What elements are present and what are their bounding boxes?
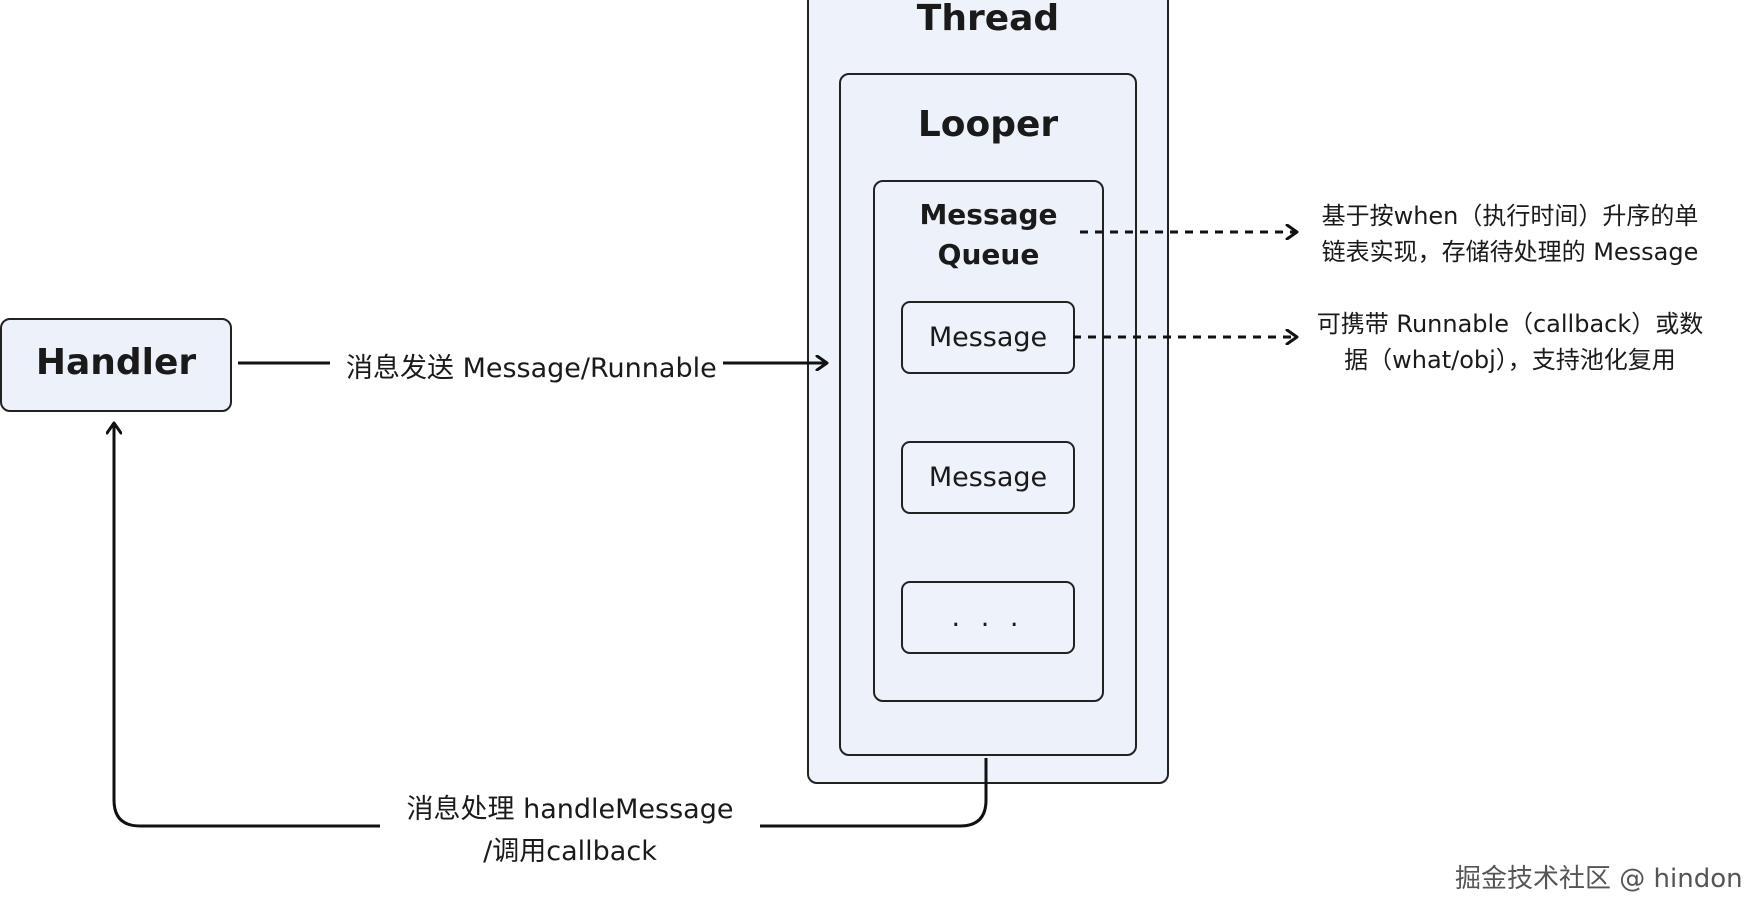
message-queue-title-line2: Queue	[937, 238, 1040, 271]
message-queue-title-line1: Message	[919, 198, 1058, 231]
thread-title: Thread	[916, 0, 1060, 39]
handler-box	[0, 318, 232, 412]
handle-edge-label-line2: /调用callback	[483, 836, 657, 867]
handle-arrow-path-left	[114, 423, 395, 828]
send-edge-label: 消息发送 Message/Runnable	[346, 346, 717, 385]
message-queue-note-line1: 基于按when（执行时间）升序的单	[1321, 202, 1699, 230]
watermark: 掘金技术社区 @ hindon	[1455, 864, 1743, 894]
message-queue-note: 基于按when（执行时间）升序的单 链表实现，存储待处理的 Message	[1300, 198, 1720, 270]
looper-title: Looper	[917, 104, 1059, 145]
message-item: Message	[901, 441, 1075, 514]
handle-arrow-path-right	[740, 758, 988, 828]
message-item: Message	[901, 301, 1075, 374]
handle-edge-label-line1: 消息处理 handleMessage	[406, 794, 734, 825]
message-note-line1: 可携带 Runnable（callback）或数	[1316, 310, 1704, 338]
handle-edge-label: 消息处理 handleMessage /调用callback	[380, 789, 760, 873]
message-item-ellipsis: . . .	[901, 581, 1075, 654]
message-note: 可携带 Runnable（callback）或数 据（what/obj），支持池…	[1300, 306, 1720, 378]
message-note-line2: 据（what/obj），支持池化复用	[1344, 346, 1676, 374]
message-queue-note-line2: 链表实现，存储待处理的 Message	[1321, 238, 1699, 266]
message-queue-title: Message Queue	[873, 195, 1104, 275]
handler-title: Handler	[35, 342, 197, 383]
